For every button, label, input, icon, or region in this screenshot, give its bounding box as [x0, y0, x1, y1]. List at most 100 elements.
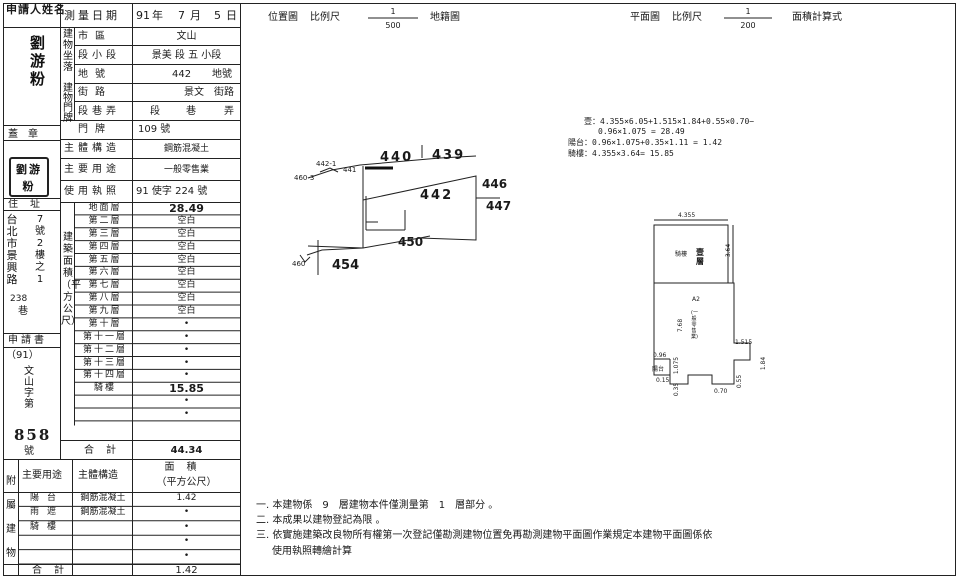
- parcel-447: 447: [486, 199, 512, 213]
- dim-1515: 1.515: [735, 339, 753, 346]
- parcel-460: 460: [292, 260, 306, 268]
- floor-area-value: 空白: [177, 241, 196, 252]
- annex-area: •: [183, 521, 190, 532]
- location-group-label: 建物坐落: [63, 29, 73, 73]
- lot-value: 442: [172, 69, 192, 80]
- lane-label: 段巷弄: [78, 106, 120, 117]
- parcel-460-3: 460-3: [294, 174, 315, 182]
- parcel-446: 446: [482, 177, 508, 191]
- plan-scale-den: 200: [740, 21, 756, 30]
- floor-area-value: •: [183, 396, 190, 407]
- street-label: 街路: [78, 87, 112, 98]
- address-lane-unit: 巷: [18, 306, 28, 317]
- floor-area-value: 空白: [177, 306, 196, 316]
- annex-col-area: 面積: [164, 462, 209, 473]
- note-3: 三. 依實施建築改良物所有權第一次登記僅勘測建物位置免再勘測建物平面圖作業規定本…: [256, 530, 713, 541]
- application-number: 858: [14, 426, 52, 444]
- lane-part-3: 弄: [224, 106, 234, 117]
- plan-scale-label: 比例尺: [672, 12, 702, 23]
- formula-floor1-b: 0.96×1.075 = 28.49: [598, 127, 685, 136]
- location-scale-den: 500: [385, 21, 401, 30]
- parcel-441: 441: [343, 166, 357, 174]
- floor-area-value: •: [183, 318, 190, 329]
- dim-055: 0.55: [736, 374, 744, 389]
- section-label: 段小段: [78, 50, 120, 61]
- annex-col-area-unit: （平方公尺）: [156, 477, 217, 488]
- floor-area-value: •: [183, 357, 190, 368]
- floor1-label: 壹層: [696, 248, 704, 266]
- location-scale-label: 比例尺: [310, 12, 340, 23]
- address-label: 住址: [8, 199, 52, 210]
- formula-balcony: 陽台：0.96×1.075+0.35×1.11 = 1.42: [568, 138, 723, 147]
- annex-structure: 鋼筋混凝土: [80, 507, 126, 518]
- application-year: （91）: [6, 350, 39, 361]
- floor-label: 第八層: [88, 293, 122, 304]
- lane-part-1: 段: [150, 106, 160, 117]
- floor-area-value: •: [183, 331, 190, 342]
- annex-use: 陽台: [29, 493, 64, 503]
- cadastral-map-label: 地籍圖: [430, 12, 460, 23]
- annex-use: 騎樓: [29, 521, 64, 532]
- application-label: 申請書: [8, 335, 47, 346]
- floor-label: 第十四層: [82, 370, 127, 381]
- dim-a2: A2: [692, 296, 700, 303]
- dim-035: 0.35: [673, 382, 681, 397]
- floor-area-value: 空白: [177, 228, 196, 239]
- area-calc-label: 面積計算式: [792, 12, 842, 23]
- annex-use: 雨遮: [29, 507, 64, 518]
- plan-use-vertical: (一般零售業): [691, 310, 698, 340]
- plan-scale-num: 1: [745, 7, 751, 16]
- area-total-label: 合計: [84, 445, 128, 456]
- floor-area-value: 28.49: [169, 202, 204, 215]
- door-number-label: 門牌: [78, 124, 112, 135]
- floor-area-value: •: [183, 344, 190, 355]
- district-label: 市區: [78, 31, 112, 42]
- location-scale-num: 1: [390, 7, 396, 16]
- dim-070: 0.70: [714, 388, 728, 395]
- street-value: 景文: [184, 87, 204, 98]
- seal-label: 蓋章: [8, 129, 48, 140]
- floor-label: 第七層: [88, 280, 122, 291]
- floor-area-value: 空白: [177, 267, 196, 278]
- annex-group-label: 附屬建物: [6, 476, 16, 559]
- formula-arcade: 騎樓：4.355×3.64= 15.85: [568, 149, 674, 158]
- year-unit: 年: [152, 9, 163, 22]
- plan-label: 平面圖: [630, 12, 660, 23]
- floor-label: 第五層: [88, 254, 122, 265]
- area-total-value: 44.34: [170, 445, 203, 456]
- lot-unit: 地號: [212, 69, 232, 80]
- floor-label: 騎樓: [93, 383, 116, 394]
- door-number-value: 109 號: [138, 124, 171, 135]
- annex-area: •: [183, 507, 190, 518]
- street-unit: 街路: [214, 87, 234, 98]
- parcel-440: 440: [380, 150, 414, 165]
- parcel-454: 454: [332, 258, 360, 273]
- note-3-continued: 使用執照轉繪計算: [272, 546, 352, 557]
- lot-label: 地號: [78, 69, 112, 80]
- dim-184: 1.84: [760, 356, 768, 371]
- arcade-name: 騎樓: [675, 251, 688, 258]
- annex-area: 1.42: [176, 493, 197, 503]
- survey-month: 7: [178, 9, 185, 22]
- survey-date-label: 測量日期: [64, 9, 120, 22]
- floor-label: 第三層: [88, 228, 122, 239]
- address-number: 7號2樓之1: [35, 214, 45, 285]
- dim-top: 4.355: [678, 212, 696, 219]
- floor-area-value: 空白: [177, 215, 196, 226]
- applicant-name: 劉游粉: [30, 34, 46, 88]
- district-value: 文山: [176, 31, 197, 42]
- annex-total-value: 1.42: [175, 565, 198, 576]
- note-1: 一. 本建物係 9 層建物本件僅測量第 1 層部分 。: [256, 500, 499, 511]
- area-group-label: 建築面積（平方公尺）: [61, 232, 81, 327]
- day-unit: 日: [226, 9, 237, 22]
- structure-value: 鋼筋混凝土: [163, 144, 209, 154]
- annex-structure: 鋼筋混凝土: [80, 493, 126, 503]
- balcony-label: 陽台: [652, 366, 665, 373]
- floor-label: 地面層: [88, 203, 122, 213]
- floor-label: 第十一層: [82, 331, 127, 342]
- cadastral-map: [299, 145, 500, 275]
- structure-label: 主體構造: [64, 143, 120, 154]
- lane-part-2: 巷: [186, 106, 196, 117]
